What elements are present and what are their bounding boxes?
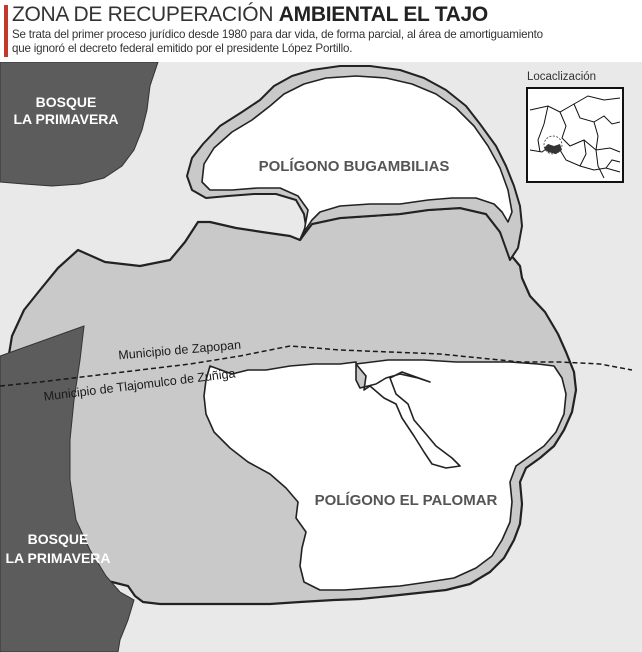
inset-locator: Locaclización xyxy=(526,71,624,183)
inset-frame xyxy=(526,87,624,183)
label-bosque-top-1: BOSQUE xyxy=(36,94,97,110)
label-poligono-bugambilias: POLÍGONO BUGAMBILIAS xyxy=(259,158,450,175)
inset-title: Locaclización xyxy=(527,71,596,83)
subtitle-line-1: Se trata del primer proceso jurídico des… xyxy=(12,28,543,41)
zone-palomar-inner xyxy=(203,359,567,591)
zone-bugambilias-inner xyxy=(201,75,513,233)
title-bold: AMBIENTAL EL TAJO xyxy=(278,3,488,26)
header: ZONA DE RECUPERACIÓN AMBIENTAL EL TAJO S… xyxy=(0,0,642,62)
subtitle: Se trata del primer proceso jurídico des… xyxy=(12,28,632,56)
title-accent-bar xyxy=(4,5,8,57)
map: BOSQUE LA PRIMAVERA BOSQUE LA PRIMAVERA … xyxy=(0,62,642,652)
label-bosque-top-2: LA PRIMAVERA xyxy=(14,111,119,127)
label-bosque-bottom-2: LA PRIMAVERA xyxy=(6,550,111,566)
inset-highlight-shape xyxy=(544,144,562,154)
label-bosque-bottom-1: BOSQUE xyxy=(28,531,89,547)
municipal-boundary xyxy=(0,345,633,387)
title-light: ZONA DE RECUPERACIÓN xyxy=(12,3,274,26)
subtitle-line-2: que ignoró el decreto federal emitido po… xyxy=(12,42,353,55)
inset-highlight-circle xyxy=(543,135,563,155)
label-poligono-palomar: POLÍGONO EL PALOMAR xyxy=(315,492,498,509)
bosque-top-area xyxy=(0,62,159,187)
page-title: ZONA DE RECUPERACIÓN AMBIENTAL EL TAJO xyxy=(12,4,488,26)
bosque-bottom-area xyxy=(0,325,135,652)
